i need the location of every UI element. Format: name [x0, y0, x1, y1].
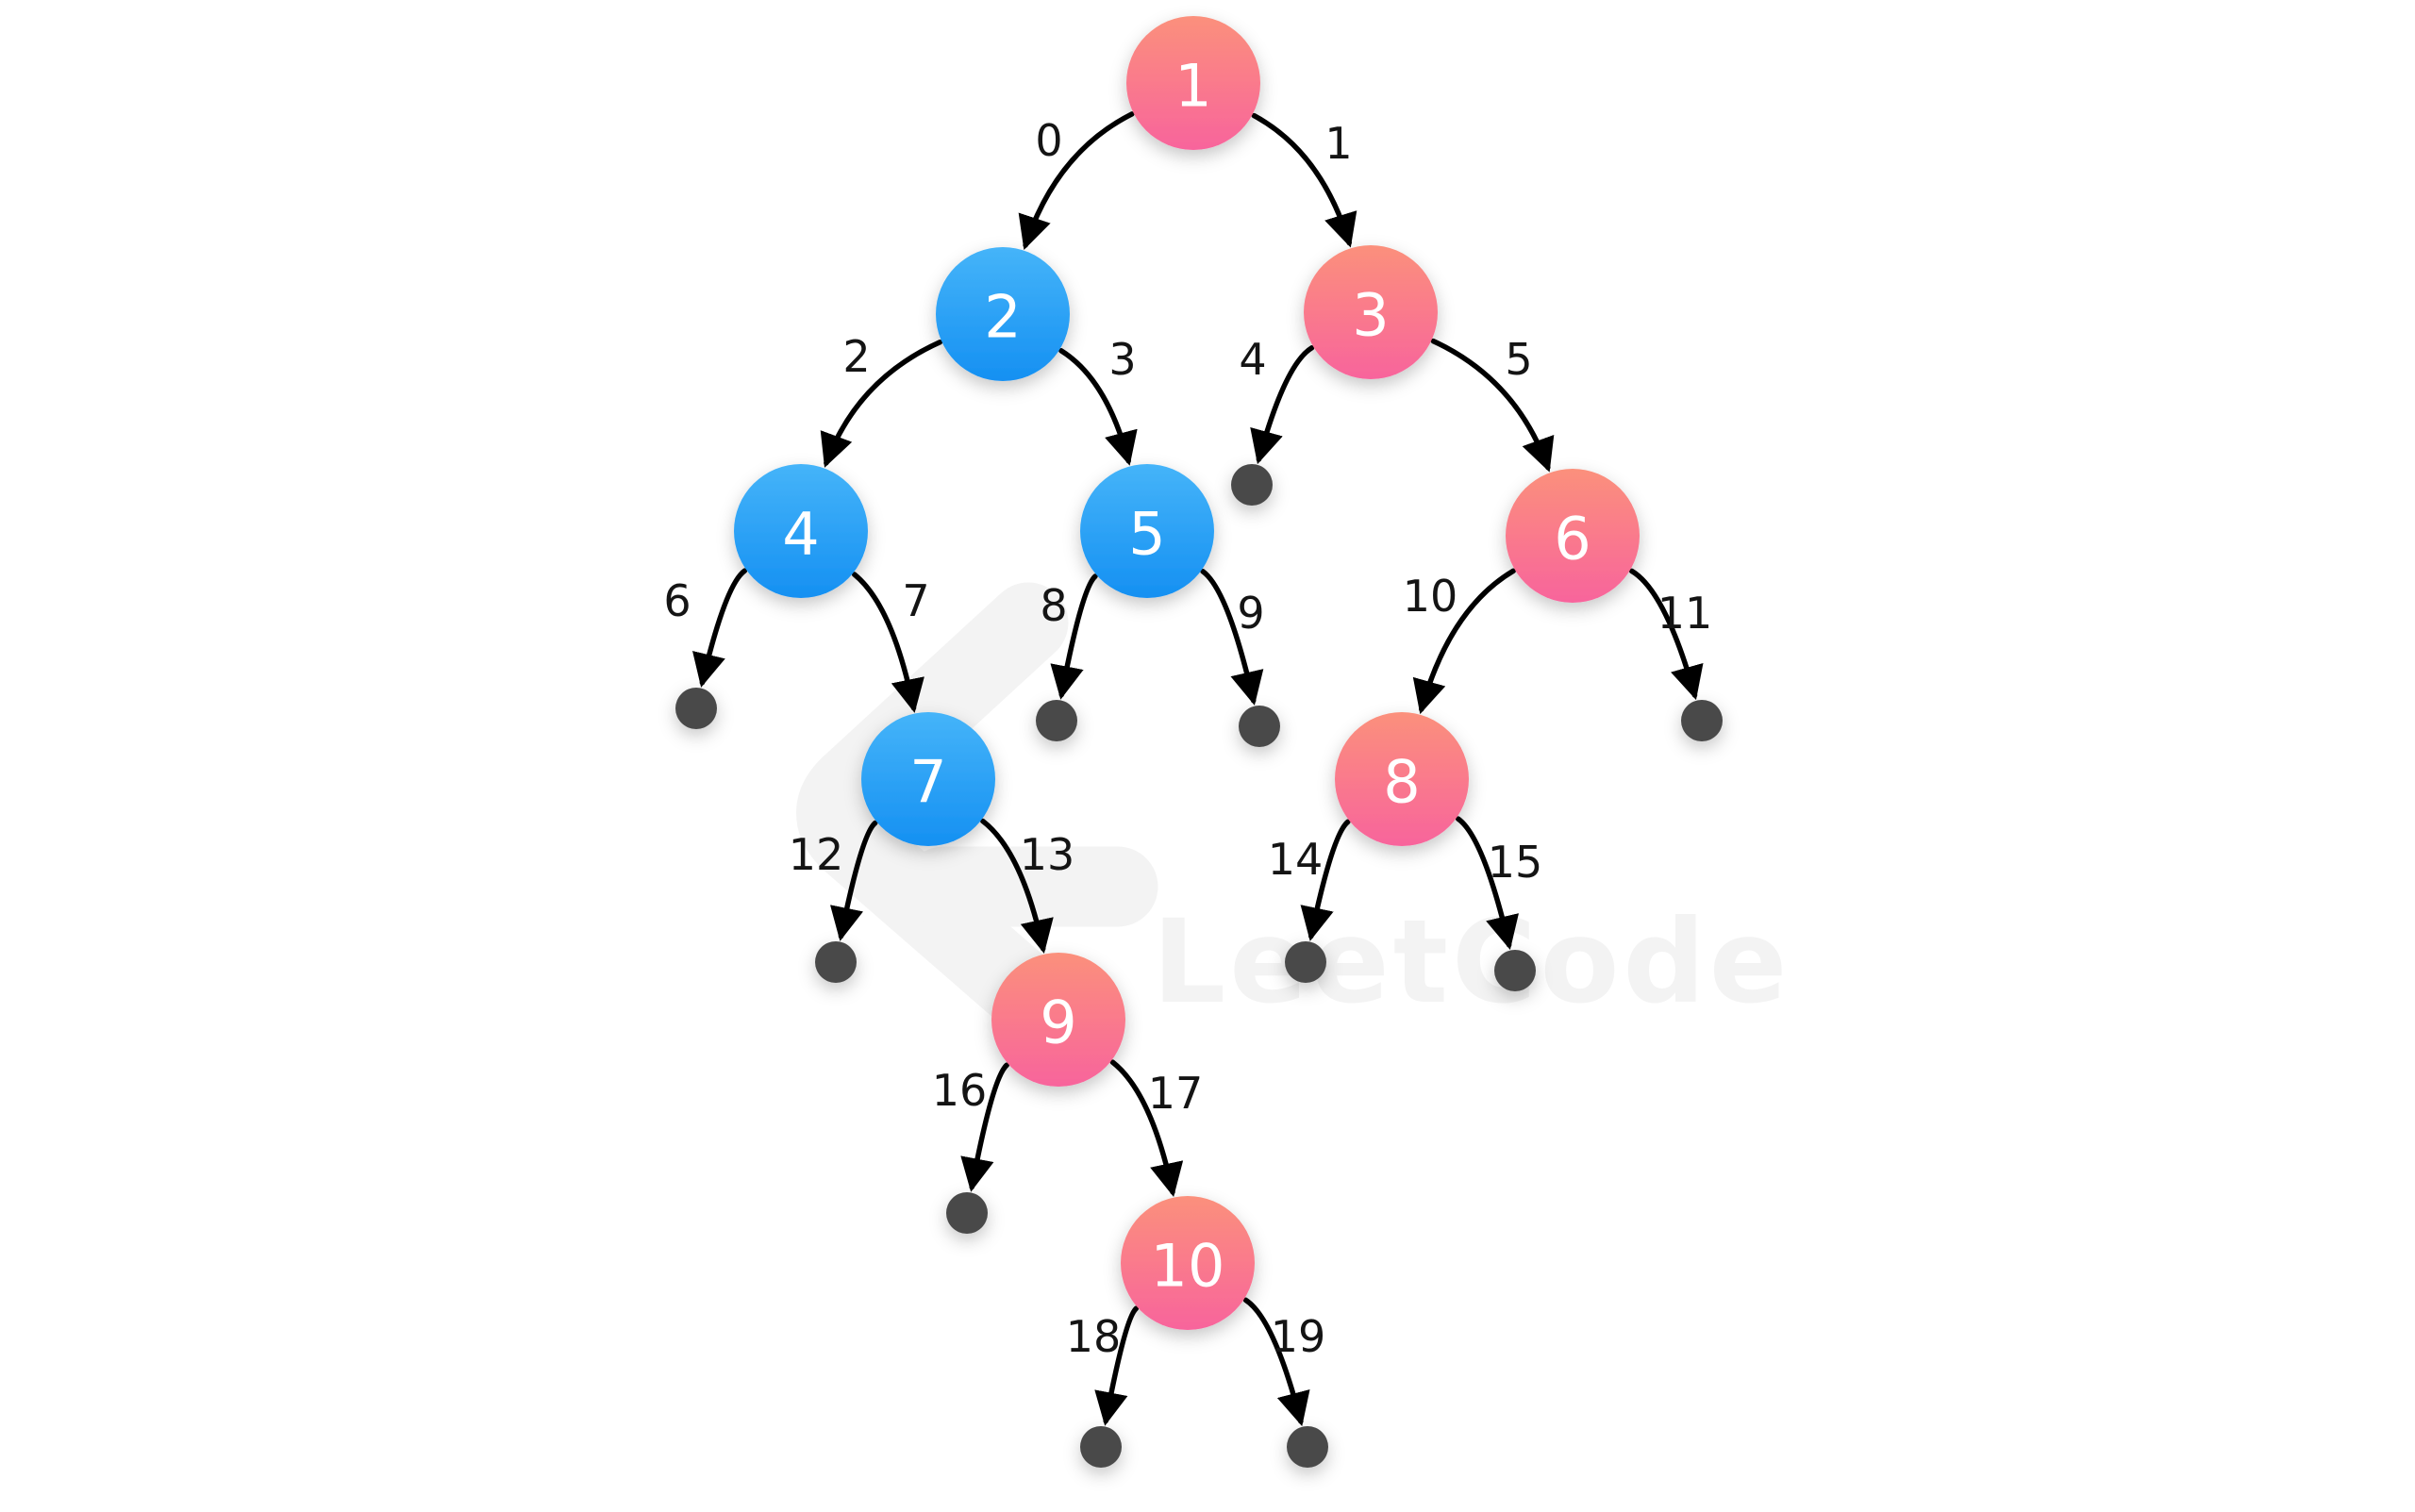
tree-node-value: 4	[782, 500, 819, 569]
null-node	[946, 1192, 988, 1234]
edge-label-2: 2	[842, 331, 870, 382]
null-node	[1036, 700, 1077, 741]
edge-5	[1430, 338, 1555, 473]
tree-node-value: 10	[1151, 1232, 1225, 1301]
tree-node-value: 2	[984, 283, 1021, 352]
edge-label-13: 13	[1020, 829, 1075, 880]
edge-19	[1242, 1297, 1310, 1427]
tree-node-value: 9	[1040, 989, 1076, 1057]
edge-label-1: 1	[1324, 118, 1352, 169]
edge-12	[829, 820, 878, 941]
tree-node-2: 2	[936, 247, 1070, 381]
edge-10	[1412, 568, 1516, 715]
edge-label-10: 10	[1403, 571, 1458, 622]
edge-label-8: 8	[1040, 580, 1067, 631]
edge-4	[1250, 345, 1315, 465]
tree-node-7: 7	[861, 712, 995, 846]
tree-node-8: 8	[1335, 712, 1469, 846]
edge-label-19: 19	[1271, 1311, 1326, 1362]
edge-0	[1018, 111, 1135, 250]
edge-18	[1094, 1305, 1140, 1426]
tree-node-value: 8	[1383, 748, 1420, 817]
null-node	[675, 688, 717, 729]
tree-node-value: 3	[1352, 281, 1389, 350]
edge-17	[1109, 1059, 1184, 1197]
edge-1	[1251, 112, 1357, 248]
edge-label-0: 0	[1035, 115, 1062, 166]
tree-node-9: 9	[991, 953, 1125, 1087]
edge-11	[1628, 568, 1704, 701]
null-node	[1080, 1426, 1122, 1468]
edges-layer	[692, 111, 1704, 1427]
null-node	[815, 941, 857, 983]
tree-node-1: 1	[1126, 16, 1260, 150]
edge-7	[851, 572, 924, 713]
edge-8	[1050, 573, 1098, 700]
null-node	[1681, 700, 1723, 741]
edge-6	[692, 568, 748, 688]
watermark-text: LeetCode	[1153, 895, 1791, 1029]
edge-16	[960, 1062, 1009, 1192]
null-node	[1231, 464, 1273, 506]
edge-label-9: 9	[1237, 588, 1264, 639]
tree-node-3: 3	[1304, 245, 1438, 379]
null-node	[1285, 941, 1326, 983]
edge-15	[1455, 816, 1519, 951]
tree-node-10: 10	[1121, 1196, 1255, 1330]
edge-label-18: 18	[1066, 1311, 1122, 1362]
edge-label-7: 7	[902, 575, 929, 626]
null-node	[1494, 950, 1536, 991]
tree-node-value: 7	[909, 748, 946, 817]
edge-14	[1300, 819, 1351, 941]
tree-node-value: 6	[1554, 505, 1591, 573]
tree-node-value: 5	[1128, 500, 1165, 569]
tree-node-4: 4	[734, 464, 868, 598]
edge-label-5: 5	[1505, 334, 1532, 385]
edge-3	[1058, 348, 1138, 466]
edge-9	[1200, 569, 1264, 706]
tree-node-value: 1	[1174, 52, 1211, 121]
edge-label-11: 11	[1657, 588, 1713, 639]
edge-2	[820, 340, 943, 468]
tree-node-6: 6	[1506, 469, 1640, 603]
edge-label-12: 12	[789, 829, 844, 880]
leetcode-watermark: LeetCode	[796, 582, 1791, 1036]
edge-label-15: 15	[1488, 837, 1543, 888]
edge-label-14: 14	[1268, 834, 1324, 885]
edge-label-17: 17	[1148, 1068, 1204, 1119]
null-node	[1239, 706, 1280, 747]
tree-node-5: 5	[1080, 464, 1214, 598]
leetcode-logo-icon	[796, 582, 1069, 1036]
null-node	[1287, 1426, 1328, 1468]
edge-label-4: 4	[1239, 334, 1266, 385]
edge-13	[980, 818, 1054, 954]
edge-label-3: 3	[1108, 334, 1136, 385]
edge-label-16: 16	[932, 1065, 988, 1116]
edge-label-6: 6	[663, 575, 691, 626]
